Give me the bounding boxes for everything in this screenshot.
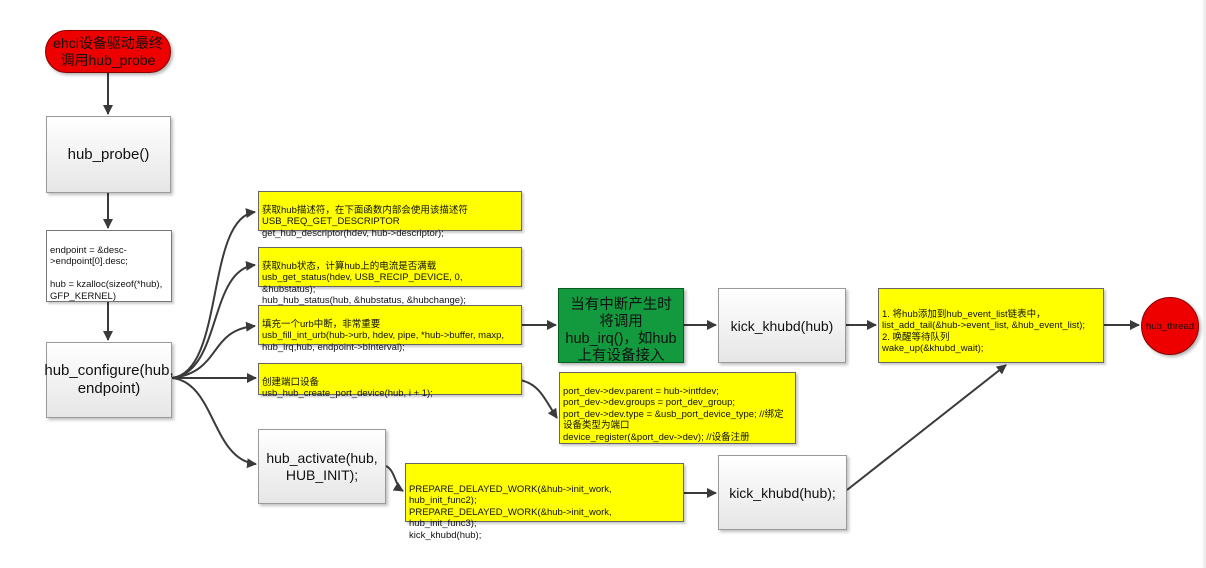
kick-khubd-1-label: kick_khubd(hub) xyxy=(730,317,834,334)
arrow-createport-register xyxy=(519,379,558,419)
delayed-work-label: PREPARE_DELAYED_WORK(&hub->init_work, hu… xyxy=(409,483,612,541)
arrow-configure-getdesc xyxy=(171,208,256,379)
fill-urb-box: 填充一个urb中断，非常重要 usb_fill_int_urb(hub->urb… xyxy=(258,305,522,353)
hub-activate-box: hub_activate(hub, HUB_INIT); xyxy=(258,429,386,504)
hub-probe-box: hub_probe() xyxy=(46,116,171,193)
get-descriptor-label: 获取hub描述符，在下面函数内部会使用该描述符 USB_REQ_GET_DESC… xyxy=(262,204,468,239)
hub-configure-label: hub_configure(hub, endpoint) xyxy=(44,362,174,397)
port-register-label: port_dev->dev.parent = hub->intfdev; por… xyxy=(563,385,784,443)
kick-khubd-1-box: kick_khubd(hub) xyxy=(718,288,846,363)
start-node-label: ehci设备驱动最终调用hub_probe xyxy=(53,34,163,68)
arrow-kick2-eventlist xyxy=(846,364,1007,491)
get-status-label: 获取hub状态，计算hub上的电流是否满载 usb_get_status(hde… xyxy=(262,260,466,307)
alloc-box: endpoint = &desc->endpoint[0].desc; hub … xyxy=(46,230,172,302)
page-edge xyxy=(1203,0,1206,568)
hub-thread-label: hub_thread xyxy=(1145,320,1195,332)
hub-irq-label: 当有中断产生时将调用hub_irq()，如hub上有设备接入 xyxy=(565,297,677,364)
kick-khubd-2-label: kick_khubd(hub); xyxy=(729,484,836,501)
hub-thread-node: hub_thread xyxy=(1141,297,1199,355)
hub-activate-label: hub_activate(hub, HUB_INIT); xyxy=(266,449,378,483)
create-port-label: 创建端口设备 usb_hub_create_port_device(hub, i… xyxy=(262,376,433,400)
create-port-box: 创建端口设备 usb_hub_create_port_device(hub, i… xyxy=(258,363,522,399)
hub-probe-label: hub_probe() xyxy=(67,145,150,163)
start-node: ehci设备驱动最终调用hub_probe xyxy=(45,30,171,73)
event-list-label: 1. 将hub添加到hub_event_list链表中， list_add_ta… xyxy=(882,308,1086,355)
fill-urb-label: 填充一个urb中断，非常重要 usb_fill_int_urb(hub->urb… xyxy=(262,318,505,353)
arrow-activate-delayed xyxy=(385,465,404,492)
arrow-configure-activate xyxy=(171,377,257,469)
event-list-box: 1. 将hub添加到hub_event_list链表中， list_add_ta… xyxy=(878,288,1104,363)
arrow-configure-fillurb xyxy=(171,321,256,379)
hub-configure-box: hub_configure(hub, endpoint) xyxy=(44,342,174,418)
hub-irq-box: 当有中断产生时将调用hub_irq()，如hub上有设备接入 xyxy=(558,288,684,364)
arrow-configure-getstatus xyxy=(171,261,256,379)
port-register-box: port_dev->dev.parent = hub->intfdev; por… xyxy=(559,372,796,444)
kick-khubd-2-box: kick_khubd(hub); xyxy=(718,455,847,530)
alloc-label: endpoint = &desc->endpoint[0].desc; hub … xyxy=(50,244,163,302)
get-status-box: 获取hub状态，计算hub上的电流是否满载 usb_get_status(hde… xyxy=(258,247,522,306)
delayed-work-box: PREPARE_DELAYED_WORK(&hub->init_work, hu… xyxy=(405,463,684,541)
get-descriptor-box: 获取hub描述符，在下面函数内部会使用该描述符 USB_REQ_GET_DESC… xyxy=(258,191,522,239)
